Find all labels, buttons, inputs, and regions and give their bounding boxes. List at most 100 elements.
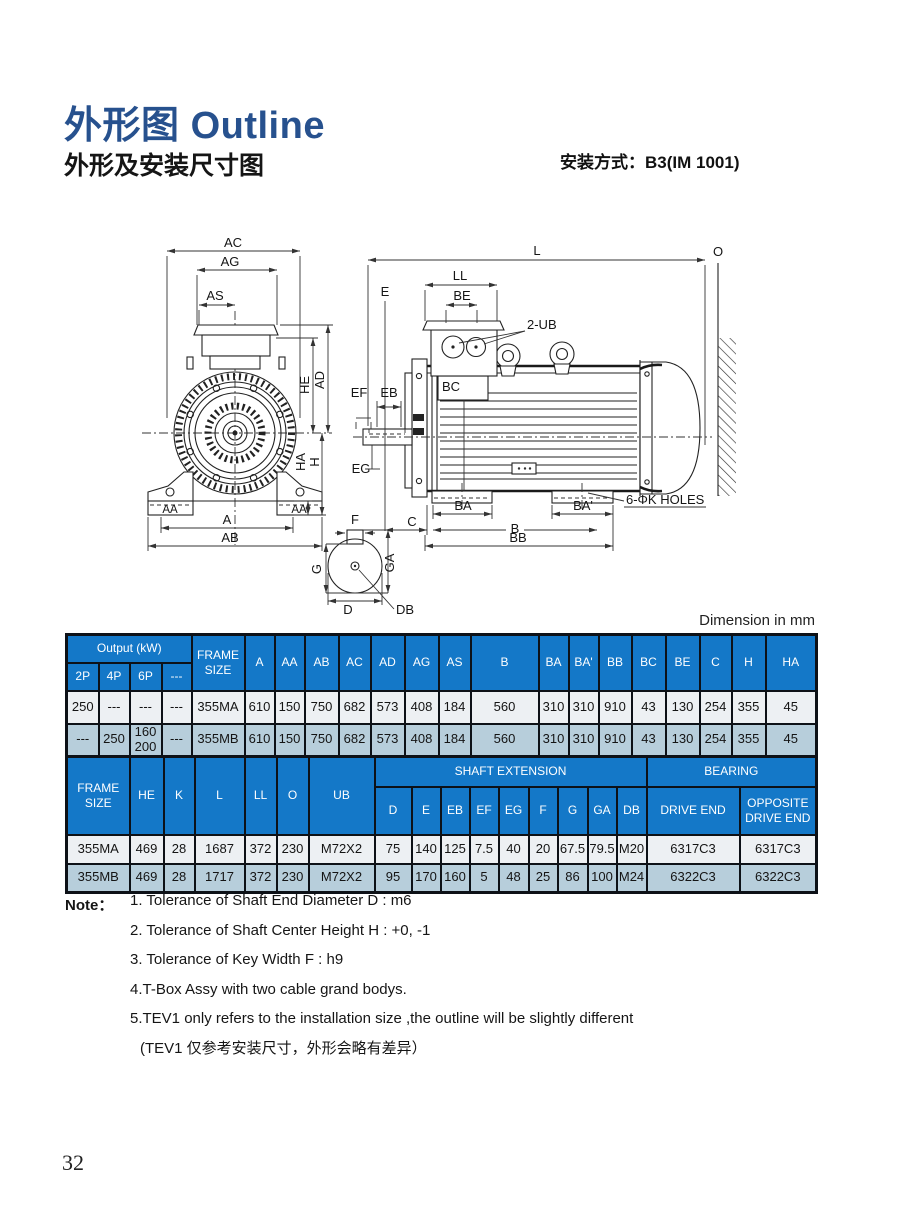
cell: 67.5 <box>556 833 589 865</box>
cell: 355 <box>730 722 767 758</box>
header-cell: F <box>527 785 559 836</box>
cell: 86 <box>556 862 589 894</box>
cell: 254 <box>698 689 733 725</box>
cell: 160 200 <box>128 722 163 758</box>
header-cell: --- <box>160 661 193 692</box>
cell: M72X2 <box>307 862 376 894</box>
cell: 45 <box>764 722 818 758</box>
dimension-table-1: Output (kW) FRAME SIZE A AA AB AC AD AG … <box>65 633 818 758</box>
header-cell: LL <box>243 755 278 836</box>
header-cell: BE <box>664 633 701 692</box>
table-row: 355MB 469 28 1717 372 230 M72X2 95 170 1… <box>65 862 818 894</box>
dim-label-ga: GA <box>382 553 397 572</box>
dimension-table-2: FRAME SIZE HE K L LL O UB SHAFT EXTENSIO… <box>65 755 819 894</box>
cell: 408 <box>403 722 440 758</box>
cell: 95 <box>373 862 413 894</box>
header-cell: AS <box>437 633 472 692</box>
cell: 250 <box>65 689 100 725</box>
header-cell: C <box>698 633 733 692</box>
header-cell: AA <box>273 633 306 692</box>
cell: 130 <box>664 689 701 725</box>
notes-label: Note： <box>65 897 114 914</box>
cell: 25 <box>527 862 559 894</box>
cell: 150 <box>273 689 306 725</box>
header-cell: G <box>556 785 589 836</box>
dim-label-eb: EB <box>380 385 397 400</box>
header-cell: AG <box>403 633 440 692</box>
cell: --- <box>160 689 193 725</box>
dim-label-ef: EF <box>351 385 368 400</box>
dim-label-aa-left: AA <box>162 504 178 516</box>
dim-label-ac: AC <box>224 235 242 250</box>
cell: 6317C3 <box>738 833 818 865</box>
dim-label-g: G <box>309 564 324 574</box>
note-item: (TEV1 仅参考安装尺寸，外形会略有差异） <box>140 1039 427 1057</box>
dim-label-e: E <box>381 284 390 299</box>
header-cell: UB <box>307 755 376 836</box>
shaft-section-detail: F G GA D DB <box>309 512 414 617</box>
cell: 45 <box>764 689 818 725</box>
dim-label-o: O <box>713 244 723 259</box>
header-cell: HE <box>128 755 165 836</box>
cell: 573 <box>369 722 406 758</box>
cell: 310 <box>567 689 600 725</box>
cell: 560 <box>469 689 540 725</box>
dimension-unit-note: Dimension in mm <box>699 612 815 629</box>
table-row: --- 250 160 200 --- 355MB 610 150 750 68… <box>65 722 818 758</box>
note-item: 2. Tolerance of Shaft Center Height H : … <box>130 921 431 939</box>
header-cell: BA <box>537 633 570 692</box>
header-cell: D <box>373 785 413 836</box>
cell: 1717 <box>193 862 246 894</box>
cell: 100 <box>586 862 618 894</box>
note-item: 5.TEV1 only refers to the installation s… <box>130 1010 634 1027</box>
cell: 6322C3 <box>645 862 741 894</box>
header-cell: AB <box>303 633 340 692</box>
cell: 20 <box>527 833 559 865</box>
front-view: AC AG AS HE AD HA H AA AA A AB <box>142 235 333 551</box>
cell: 48 <box>497 862 530 894</box>
cell: --- <box>128 689 163 725</box>
page-title-zh: 外形图 <box>64 105 180 147</box>
dim-label-k-holes: 6-ΦK HOLES <box>626 492 705 507</box>
header-cell: EF <box>468 785 500 836</box>
cell: 1687 <box>193 833 246 865</box>
header-cell: 6P <box>128 661 163 692</box>
header-cell: BB <box>597 633 633 692</box>
header-cell: K <box>162 755 196 836</box>
cell: 43 <box>630 689 667 725</box>
header-cell: HA <box>764 633 818 692</box>
cell: 750 <box>303 722 340 758</box>
cell: 610 <box>243 689 276 725</box>
dim-label-bc: BC <box>442 379 460 394</box>
cell: 372 <box>243 862 278 894</box>
header-opposite-drive-end: OPPOSITE DRIVE END <box>738 785 818 836</box>
cell: 310 <box>537 689 570 725</box>
header-output: Output (kW) <box>65 633 193 664</box>
cell: --- <box>97 689 131 725</box>
cell: 140 <box>410 833 442 865</box>
page-title: 外形图 Outline <box>64 94 325 149</box>
dim-label-c: C <box>407 514 416 529</box>
mounting-type-label: 安装方式： <box>560 153 645 172</box>
dim-label-as: AS <box>206 288 224 303</box>
cell: 573 <box>369 689 406 725</box>
header-cell: H <box>730 633 767 692</box>
header-drive-end: DRIVE END <box>645 785 741 836</box>
header-cell: E <box>410 785 442 836</box>
page-title-en: Outline <box>190 105 325 147</box>
header-cell: O <box>275 755 310 836</box>
header-bearing: BEARING <box>645 755 818 788</box>
header-frame-size: FRAME SIZE <box>65 755 131 836</box>
cell: 310 <box>537 722 570 758</box>
mounting-type-value: B3(IM 1001) <box>645 153 740 172</box>
cell: 469 <box>128 833 165 865</box>
cell: 28 <box>162 862 196 894</box>
cell: 5 <box>468 862 500 894</box>
cell: 184 <box>437 689 472 725</box>
mounting-type: 安装方式：B3(IM 1001) <box>560 148 820 173</box>
dim-label-b: B <box>511 521 520 536</box>
header-cell: BC <box>630 633 667 692</box>
note-item: 3. Tolerance of Key Width F : h9 <box>130 951 344 968</box>
dim-label-ba: BA <box>454 498 472 513</box>
